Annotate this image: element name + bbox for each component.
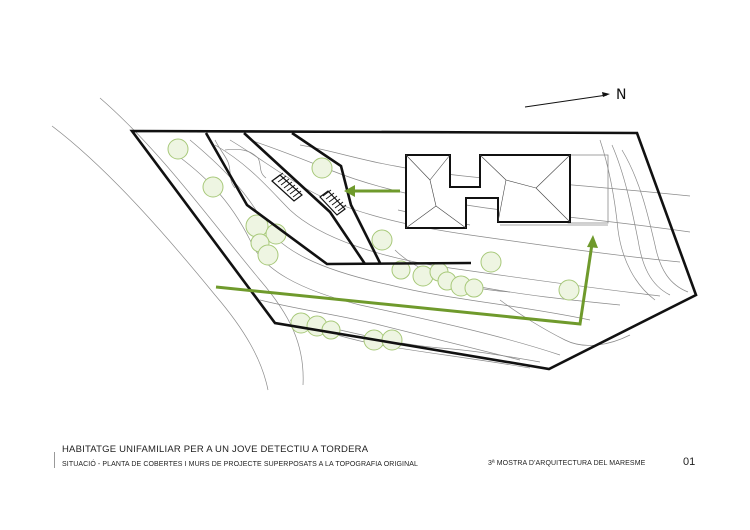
tree bbox=[464, 278, 484, 298]
stair-1 bbox=[271, 172, 303, 202]
tree bbox=[311, 157, 333, 179]
tree bbox=[371, 229, 393, 251]
house-outline bbox=[405, 154, 571, 229]
north-arrow: N bbox=[524, 87, 626, 108]
drawing-subtitle: SITUACIÓ - PLANTA DE COBERTES I MURS DE … bbox=[62, 461, 418, 468]
tree bbox=[480, 251, 502, 273]
tree bbox=[381, 329, 403, 351]
tree bbox=[257, 244, 279, 266]
tree bbox=[321, 320, 341, 340]
access-path bbox=[215, 189, 594, 326]
trees bbox=[167, 138, 580, 351]
caption-block: HABITATGE UNIFAMILIAR PER A UN JOVE DETE… bbox=[54, 444, 418, 468]
page-number: 01 bbox=[683, 456, 696, 468]
path-arrowhead-left bbox=[344, 185, 355, 197]
outbuilding-outline bbox=[567, 154, 609, 224]
path-arrowhead-up bbox=[587, 235, 598, 248]
project-walls bbox=[204, 131, 472, 266]
tree bbox=[391, 260, 411, 280]
caption-divider bbox=[54, 452, 55, 468]
north-label: N bbox=[616, 87, 626, 103]
stair-2 bbox=[319, 189, 347, 216]
house-roof-plan bbox=[405, 154, 571, 229]
project-title: HABITATGE UNIFAMILIAR PER A UN JOVE DETE… bbox=[62, 444, 369, 455]
exhibition-label: 3ª MOSTRA D'ARQUITECTURA DEL MARESME bbox=[488, 460, 646, 467]
tree bbox=[167, 138, 189, 160]
tree bbox=[202, 176, 224, 198]
tree bbox=[558, 279, 580, 301]
